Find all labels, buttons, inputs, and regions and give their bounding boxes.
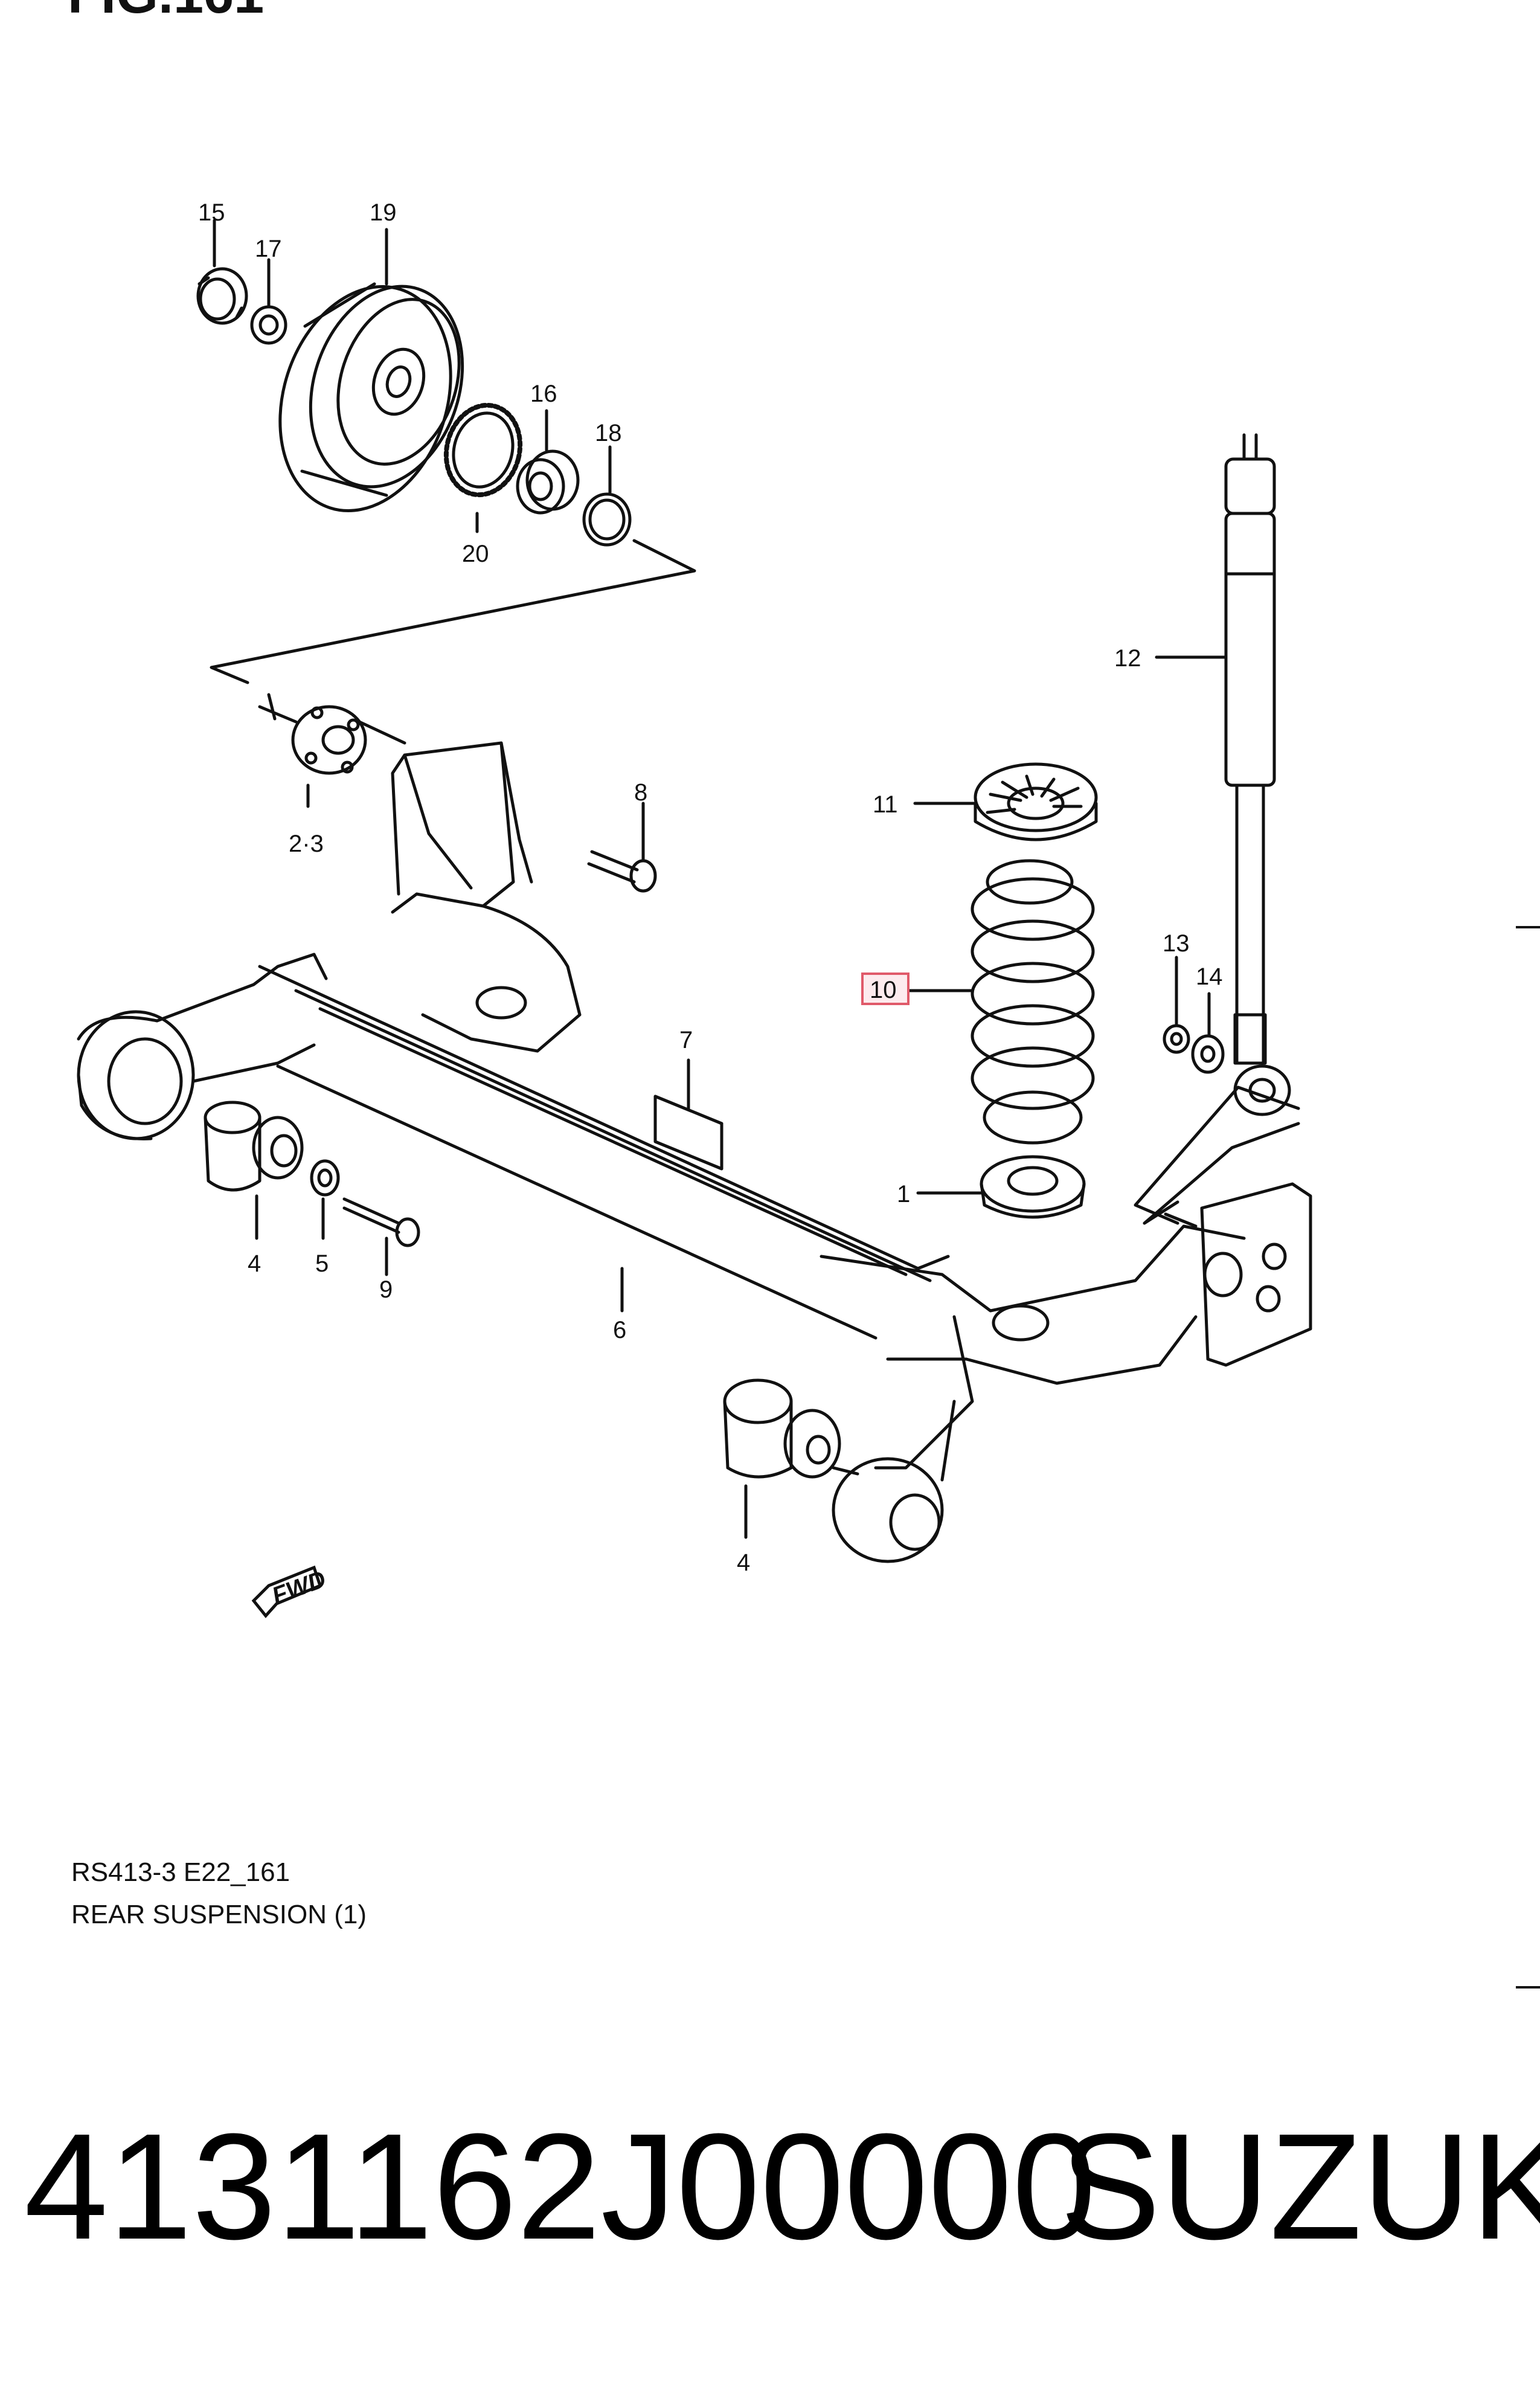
part-14-washer (1191, 1034, 1225, 1074)
part-17-nut (250, 305, 287, 345)
part-4-bushing-right (723, 1378, 859, 1479)
callout-14: 14 (1196, 963, 1223, 990)
part-12-shock-absorber (1224, 433, 1291, 1116)
callout-19: 19 (370, 199, 397, 226)
part-18-circlip (582, 492, 632, 547)
part-13-nut (1163, 1024, 1190, 1054)
callout-7: 7 (679, 1027, 693, 1053)
part-number: 4131162J00000 (24, 2102, 1096, 2271)
part-20-abs-ring (443, 402, 523, 498)
fwd-arrow-icon: FWD (251, 1565, 329, 1618)
part-19-brake-drum (278, 282, 464, 512)
callout-16: 16 (530, 381, 557, 407)
exploded-parts-diagram: FWD 15 17 19 16 18 20 12 2·3 8 11 10 13 … (77, 199, 1540, 1989)
part-10-coil-spring (971, 859, 1095, 1145)
part-9-bolt (342, 1197, 420, 1247)
highlight-box-10 (861, 973, 910, 1005)
part-7-label-plate (653, 1058, 723, 1171)
callout-5: 5 (315, 1250, 329, 1277)
callout-18: 18 (595, 420, 622, 446)
figure-name: REAR SUSPENSION (1) (71, 1900, 367, 1929)
callout-9: 9 (379, 1276, 393, 1303)
callout-6: 6 (613, 1317, 626, 1343)
part-11-spring-seat-upper (974, 762, 1098, 841)
part-5-washer (310, 1159, 340, 1197)
part-2-3-hub-spindle (258, 693, 367, 808)
part-15-cap (196, 267, 248, 325)
callout-2-3: 2·3 (289, 831, 324, 857)
callout-15: 15 (198, 199, 225, 226)
callout-11: 11 (873, 791, 898, 818)
callout-13: 13 (1163, 930, 1190, 957)
brand-name: SUZUKI (1060, 2102, 1540, 2271)
callout-12: 12 (1114, 645, 1141, 672)
callout-4-right: 4 (737, 1549, 750, 1576)
callout-10: 10 (870, 977, 897, 1003)
figure-code: RS413-3 E22_161 (71, 1857, 290, 1887)
callout-17: 17 (255, 236, 282, 262)
part-16-bearing (516, 449, 580, 515)
figure-title: FIG.161 (68, 0, 264, 26)
part-4-bushing-left (204, 1101, 304, 1192)
part-8-bolt (587, 802, 657, 893)
callout-20: 20 (462, 541, 489, 567)
callout-8: 8 (634, 779, 647, 806)
callout-4-left: 4 (248, 1250, 261, 1277)
part-6-axle-beam (77, 741, 1312, 1563)
part-1-spring-seat-lower (980, 1155, 1086, 1219)
callout-1: 1 (897, 1181, 910, 1207)
